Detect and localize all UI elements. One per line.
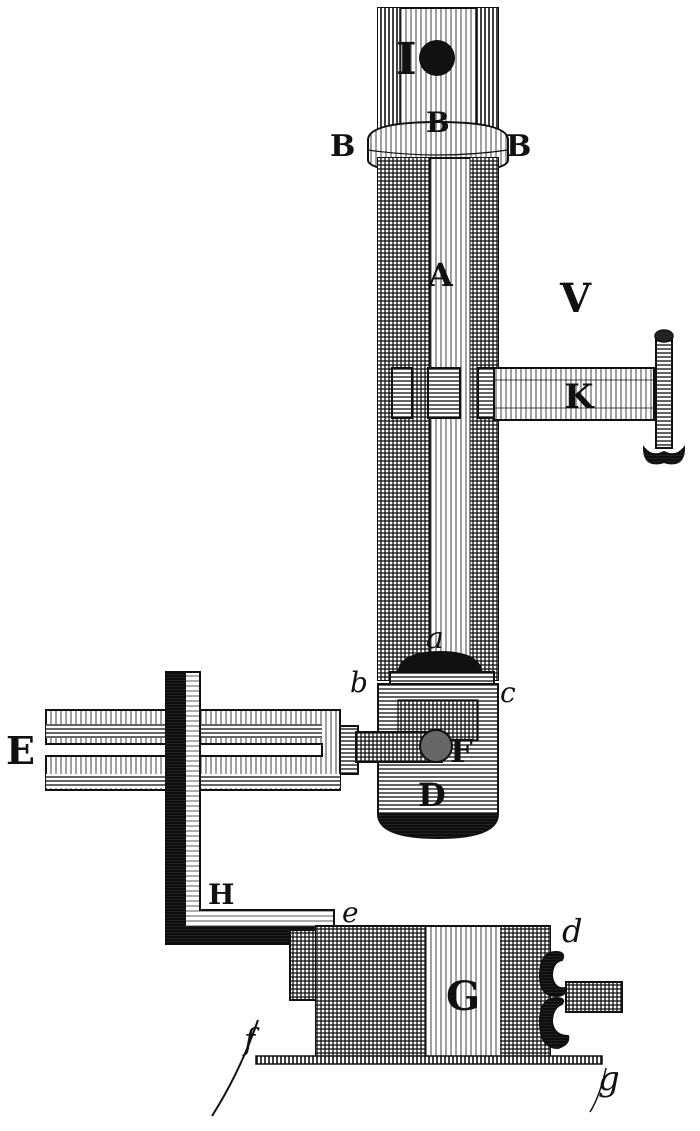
threaded-screw-f xyxy=(335,725,453,775)
label-K: K xyxy=(564,377,595,417)
base-g xyxy=(255,925,603,1065)
label-B-left: B xyxy=(330,129,355,164)
pointer-g xyxy=(589,1067,607,1113)
label-g: g xyxy=(598,1059,620,1099)
top-square-shaft xyxy=(377,7,499,131)
label-d: d xyxy=(562,912,582,950)
arm-k xyxy=(493,367,655,421)
baseplate xyxy=(255,1055,603,1065)
shaft-hole xyxy=(419,40,455,76)
label-B-center: B xyxy=(426,106,450,139)
label-H: H xyxy=(208,878,234,911)
label-F: F xyxy=(450,732,473,770)
label-e: e xyxy=(342,896,359,929)
side-screw-d xyxy=(538,950,623,1050)
label-I: I xyxy=(396,34,417,85)
pointer-f xyxy=(211,1019,259,1117)
label-V: V xyxy=(559,275,592,322)
label-E: E xyxy=(6,728,35,773)
label-c: c xyxy=(500,676,516,709)
label-B-right: B xyxy=(506,129,531,164)
thumb-screw-v xyxy=(642,329,686,465)
label-a: a xyxy=(426,621,444,656)
label-D: D xyxy=(418,776,446,814)
label-G: G xyxy=(446,973,480,1020)
screw-ball xyxy=(419,729,453,763)
label-f: f xyxy=(242,1023,260,1058)
label-A: A xyxy=(427,256,454,294)
main-cylinder xyxy=(377,157,499,681)
label-b: b xyxy=(350,666,368,699)
cap-a xyxy=(389,650,495,685)
